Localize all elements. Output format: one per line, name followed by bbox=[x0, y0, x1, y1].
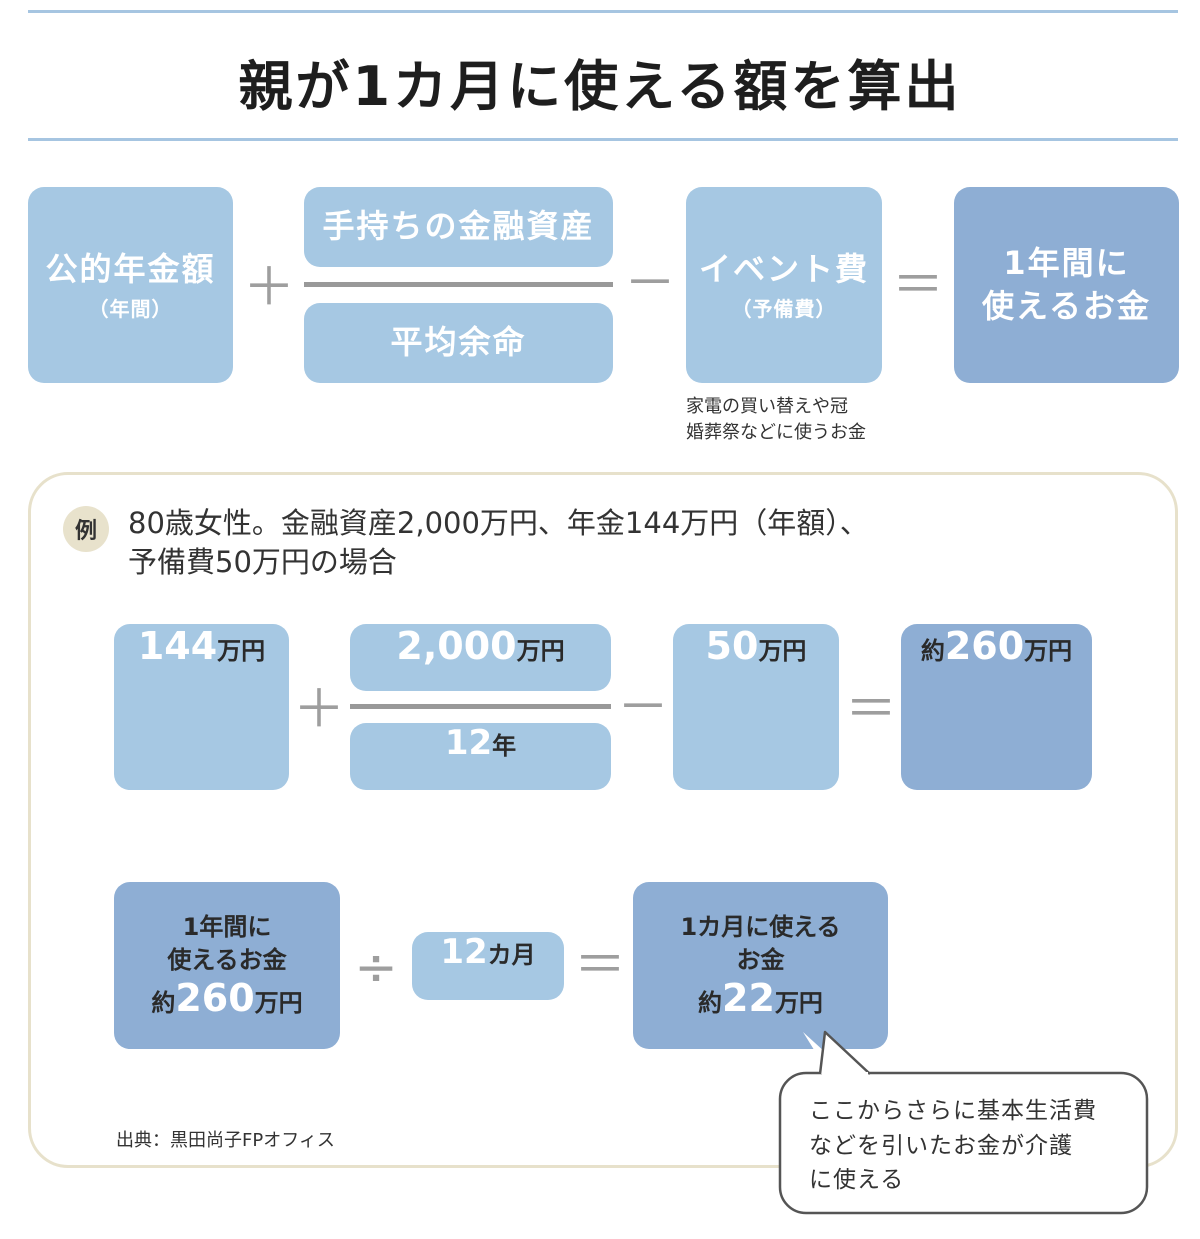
example-description: 80歳女性。金融資産2,000万円、年金144万円（年額）、 予備費50万円の場… bbox=[128, 504, 869, 582]
example-fraction-bar bbox=[350, 704, 611, 709]
example-reserve-unit: 万円 bbox=[758, 637, 807, 665]
page-title: 親が1カ月に使える額を算出 bbox=[238, 55, 962, 118]
example-line2: 予備費50万円の場合 bbox=[128, 545, 397, 580]
example-badge: 例 bbox=[63, 506, 109, 552]
example-line1: 80歳女性。金融資産2,000万円、年金144万円（年額）、 bbox=[128, 506, 869, 540]
event-box: イベント費 （予備費） bbox=[686, 187, 882, 383]
assets-label: 手持ちの金融資産 bbox=[322, 207, 595, 246]
monthly-line2: お金 bbox=[736, 945, 785, 974]
annual-unit: 万円 bbox=[254, 988, 303, 1017]
event-note-line2: 婚葬祭などに使うお金 bbox=[686, 422, 866, 444]
example-equals-operator: ＝ bbox=[844, 680, 897, 740]
plus-operator: ＋ bbox=[242, 258, 295, 318]
months-unit: カ月 bbox=[487, 941, 536, 969]
equals-operator: ＝ bbox=[891, 256, 944, 316]
annual-line1: 1年間に bbox=[182, 913, 272, 942]
minus-operator: － bbox=[623, 254, 676, 314]
divide-operator: ÷ bbox=[354, 938, 398, 998]
assets-box: 手持ちの金融資産 bbox=[304, 187, 613, 267]
event-sub: （予備費） bbox=[731, 297, 837, 322]
monthly-line1: 1カ月に使える bbox=[680, 913, 841, 942]
top-rule bbox=[28, 10, 1178, 13]
monthly-prefix: 約 bbox=[698, 988, 723, 1017]
fraction-bar bbox=[304, 282, 613, 287]
example-pension-value: 144 bbox=[137, 624, 218, 668]
result-line1: 1年間に bbox=[1003, 243, 1130, 282]
example-assets-value: 2,000 bbox=[396, 624, 517, 668]
example-assets-unit: 万円 bbox=[516, 637, 565, 665]
example-years-unit: 年 bbox=[492, 732, 517, 760]
pension-box: 公的年金額 （年間） bbox=[28, 187, 233, 383]
title-underline bbox=[28, 138, 1178, 141]
life-label: 平均余命 bbox=[390, 323, 527, 362]
annual-prefix: 約 bbox=[151, 988, 176, 1017]
monthly-value: 22 bbox=[722, 975, 775, 1020]
example-panel bbox=[28, 472, 1178, 1168]
bubble-line2: などを引いたお金が介護 bbox=[809, 1132, 1073, 1159]
monthly-unit: 万円 bbox=[774, 988, 823, 1017]
months-value: 12 bbox=[440, 932, 488, 972]
example-result-value: 260 bbox=[944, 624, 1025, 668]
pension-sub: （年間） bbox=[88, 297, 173, 322]
annual-line2: 使えるお金 bbox=[167, 945, 287, 974]
example-equals-operator-2: ＝ bbox=[573, 936, 626, 996]
annual-value: 260 bbox=[175, 975, 255, 1020]
bubble-line3: に使える bbox=[809, 1167, 905, 1193]
source-credit: 出典：黒田尚子FPオフィス bbox=[116, 1130, 335, 1151]
example-result-prefix: 約 bbox=[920, 637, 945, 665]
result-box: 1年間に 使えるお金 bbox=[954, 187, 1179, 383]
example-reserve-value: 50 bbox=[705, 624, 759, 668]
bubble-line1: ここからさらに基本生活費 bbox=[809, 1098, 1097, 1124]
bubble-text: ここからさらに基本生活費 などを引いたお金が介護 に使える bbox=[809, 1094, 1139, 1198]
example-years-value: 12 bbox=[444, 723, 493, 763]
example-minus-operator: － bbox=[616, 678, 669, 738]
example-result-unit: 万円 bbox=[1024, 637, 1073, 665]
event-note-line1: 家電の買い替えや冠 bbox=[686, 396, 848, 417]
example-pension-unit: 万円 bbox=[217, 637, 266, 665]
result-line2: 使えるお金 bbox=[981, 287, 1152, 325]
event-note: 家電の買い替えや冠 婚葬祭などに使うお金 bbox=[686, 394, 866, 446]
example-plus-operator: ＋ bbox=[292, 680, 345, 740]
event-label: イベント費 bbox=[698, 249, 869, 288]
life-box: 平均余命 bbox=[304, 303, 613, 383]
speech-bubble bbox=[778, 1030, 1149, 1215]
pension-label: 公的年金額 bbox=[45, 249, 216, 288]
